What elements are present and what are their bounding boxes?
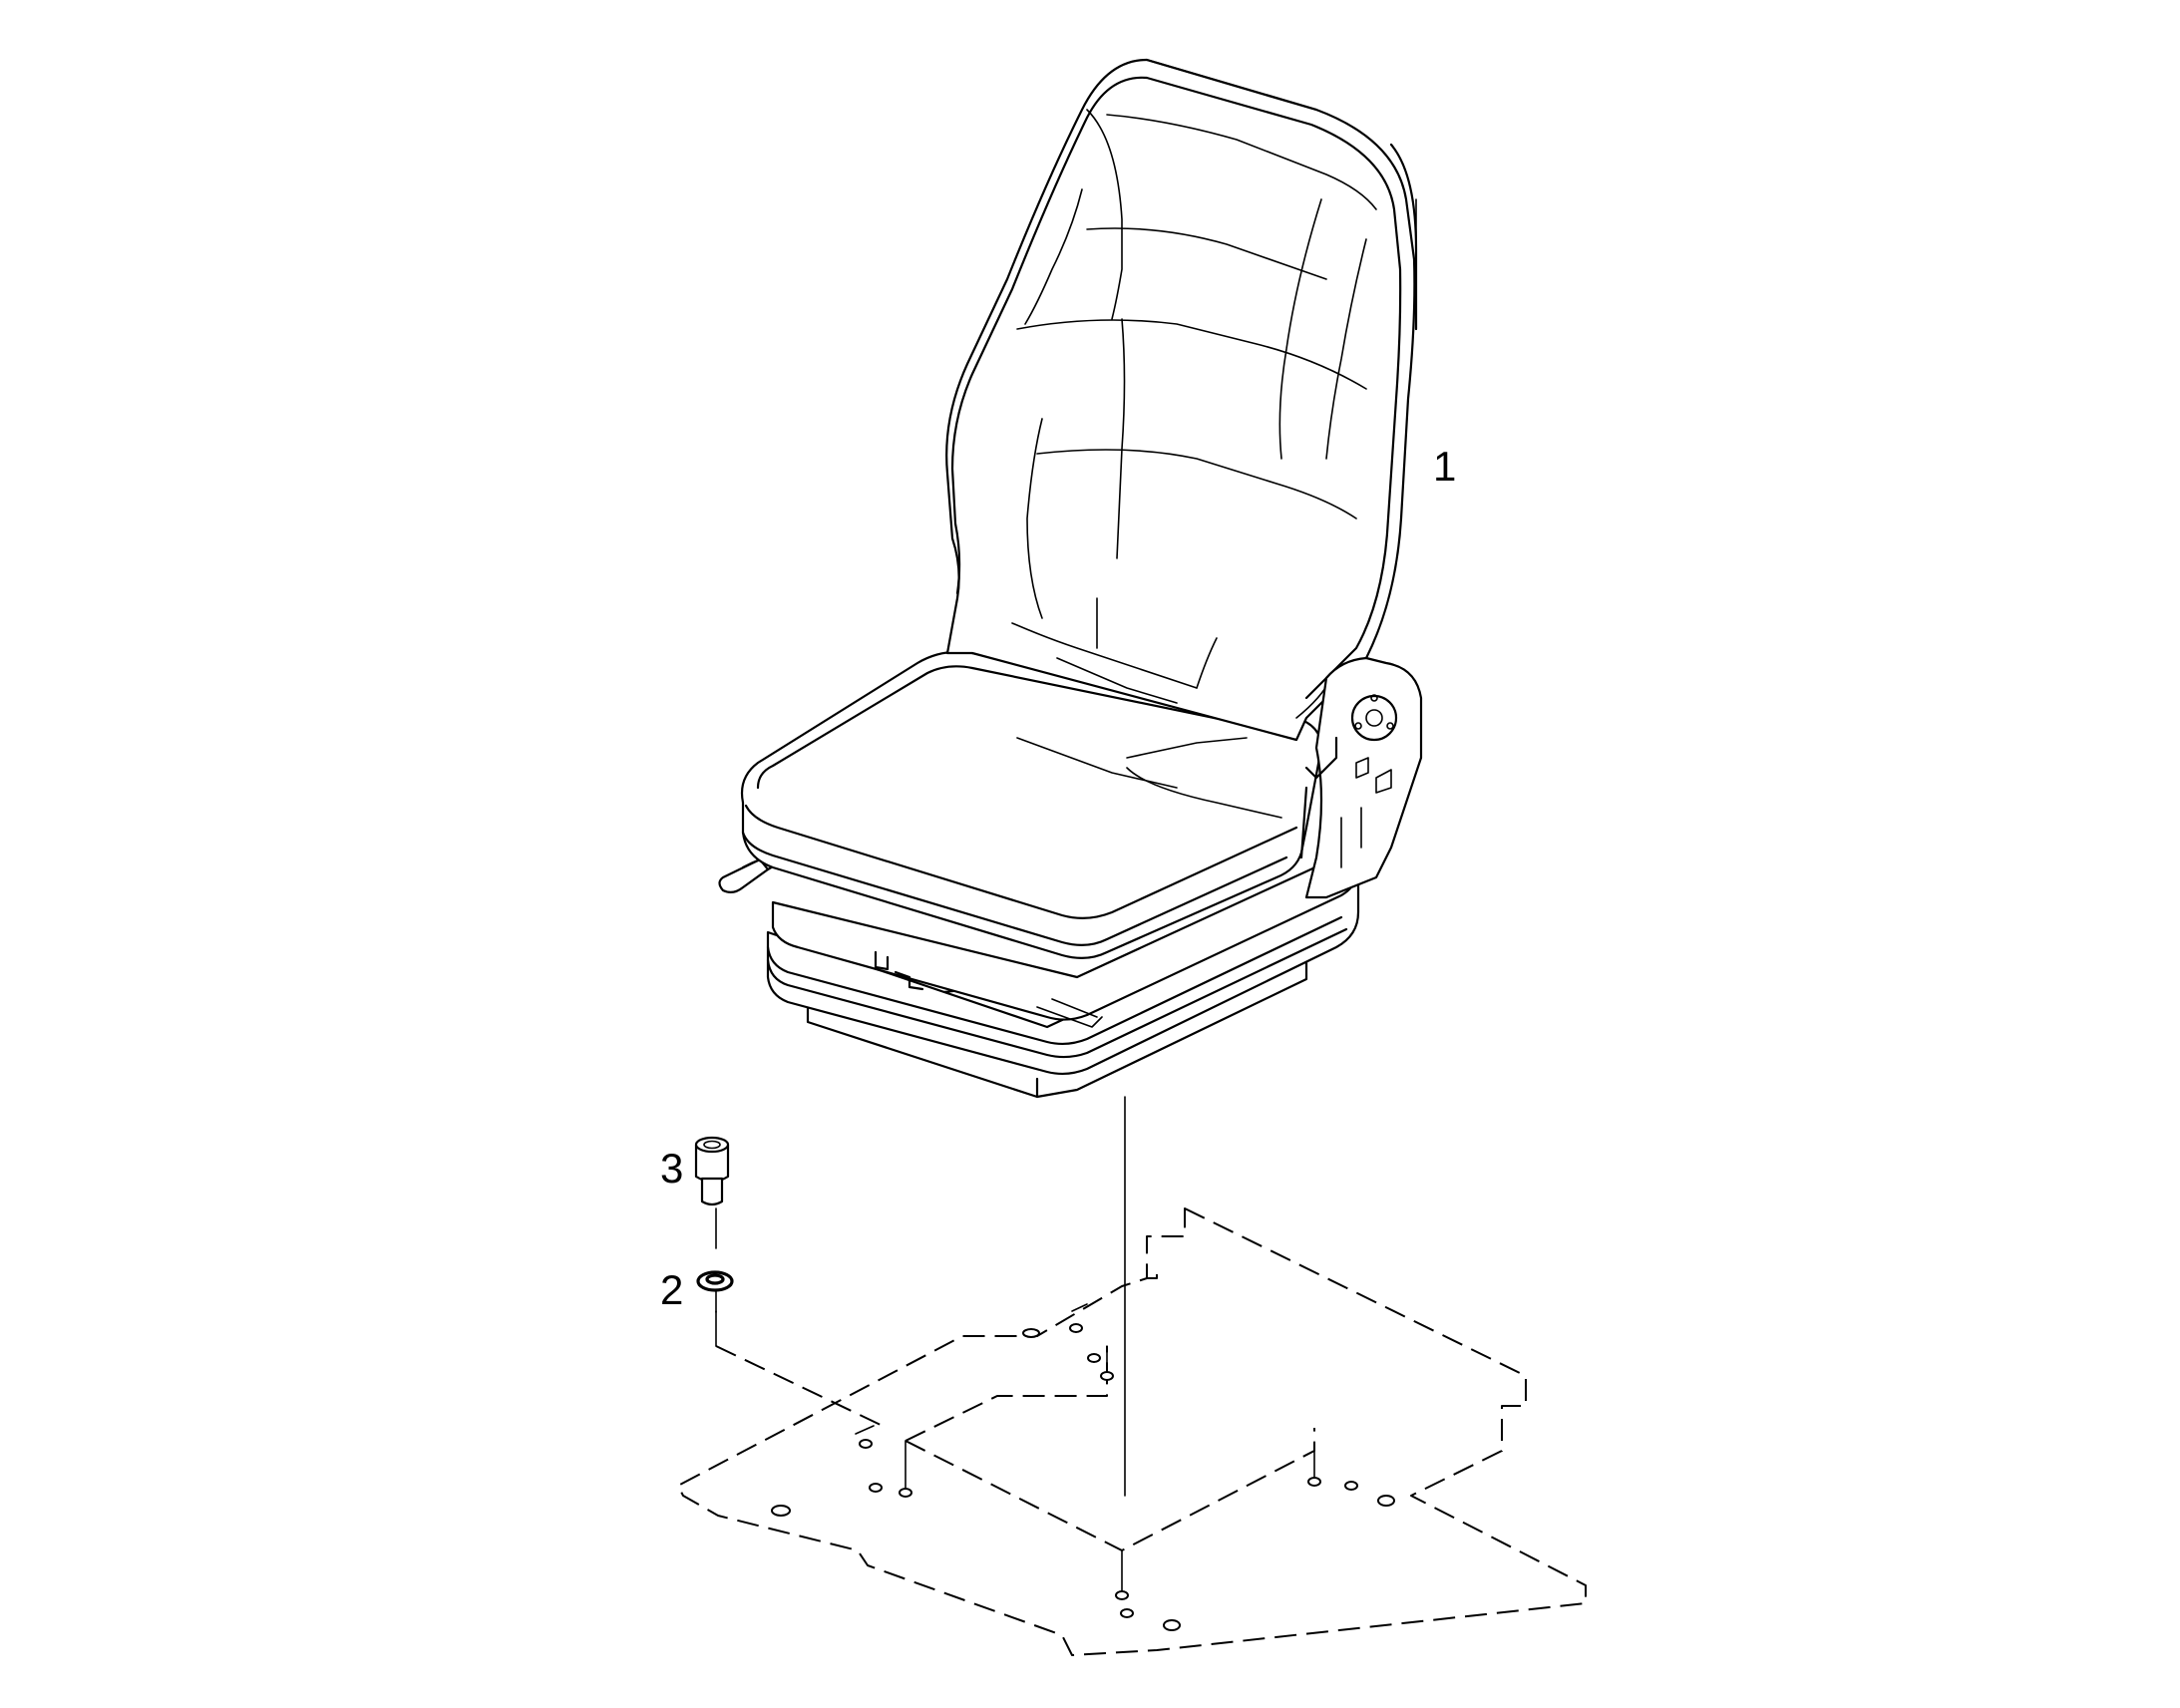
callout-3-label: 3 [660,1145,683,1192]
seat-cushion [740,650,1323,959]
bolt-part [694,1136,730,1249]
callout-2-label: 2 [660,1266,683,1313]
washer-part [696,1270,734,1313]
seat-suspension-base [766,846,1360,1099]
seat-assembly [718,58,1423,1099]
floor-plate [677,1207,1587,1656]
mounting-holes [771,1303,1395,1631]
recline-mechanism [1299,656,1423,899]
seat-backrest [945,58,1418,742]
callout-1-label: 1 [1433,443,1456,490]
